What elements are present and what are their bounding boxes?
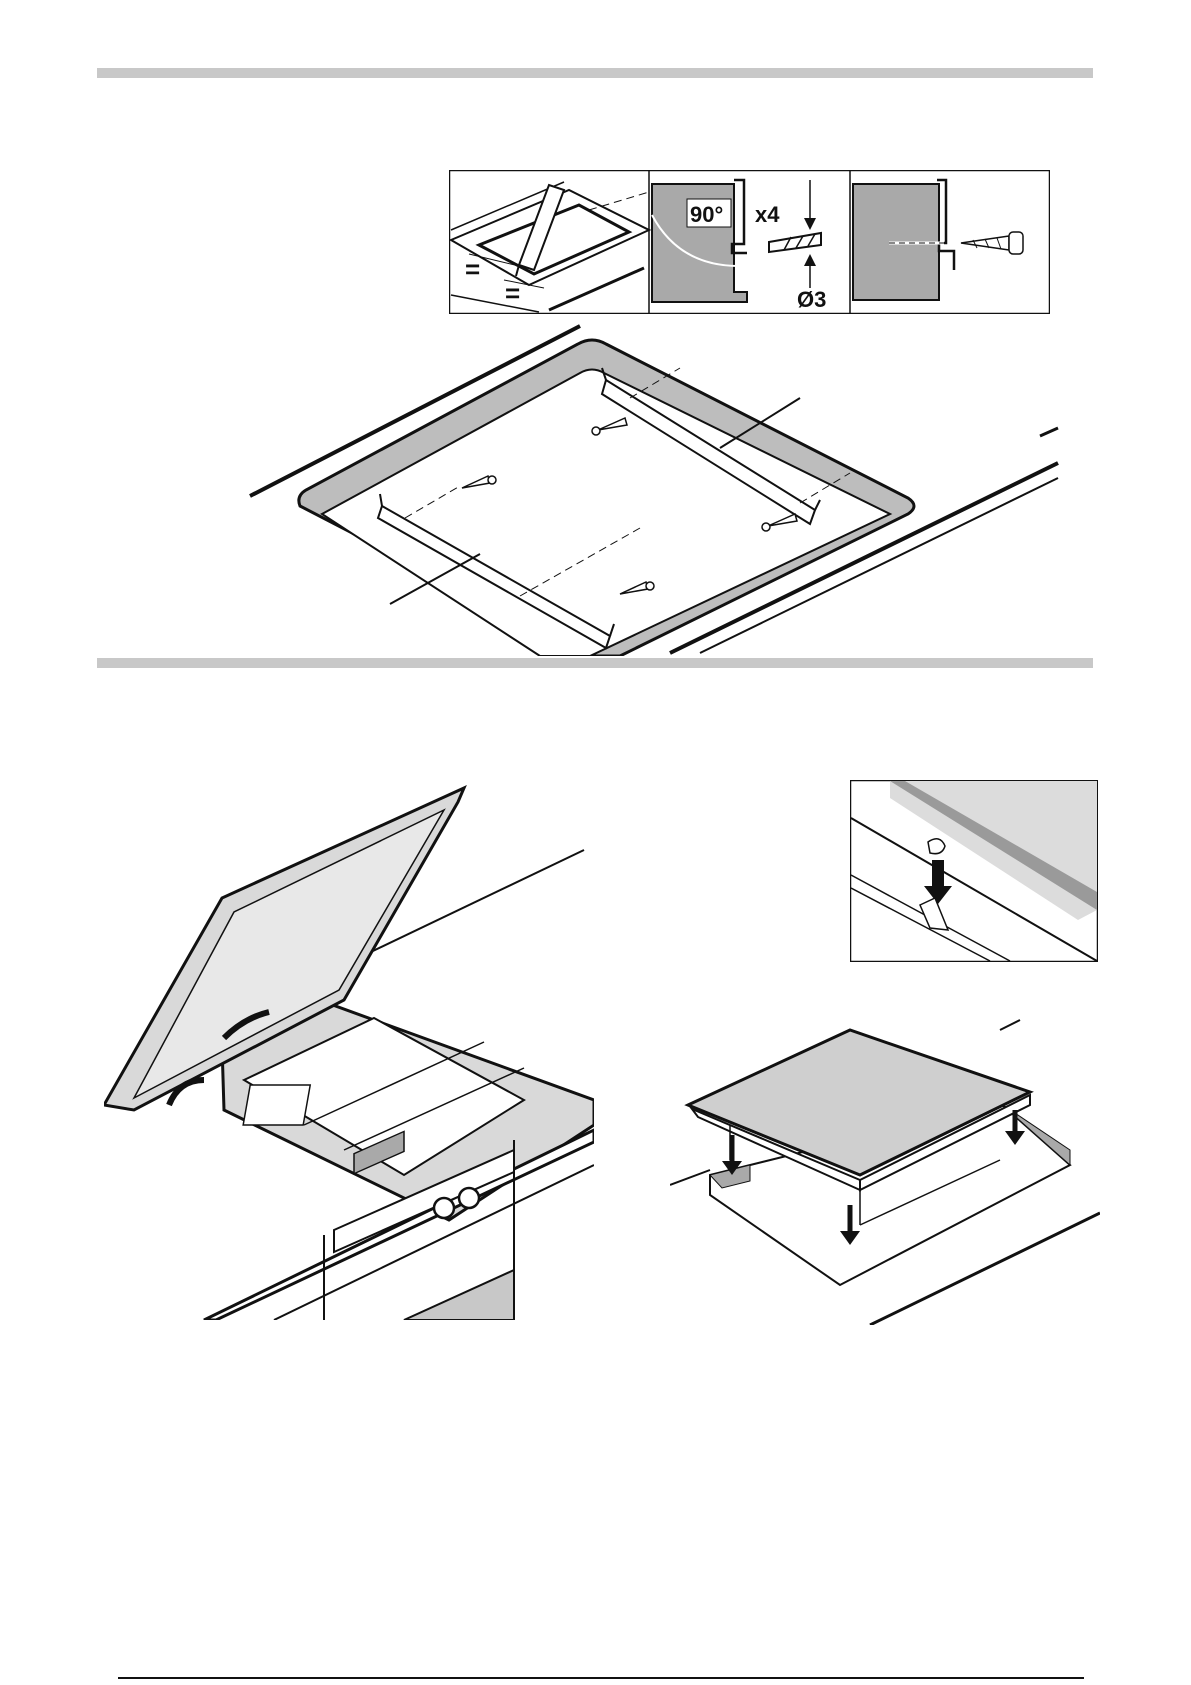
preparation-inset: = = 90° x4 Ø3 [449, 170, 1050, 314]
count-label: x4 [755, 202, 780, 227]
angle-label: 90° [690, 202, 723, 227]
hob-tilt-insertion-illustration [104, 780, 594, 1320]
equal-mark-1: = [465, 254, 480, 284]
section-rule-top [97, 68, 1093, 78]
bracket-fixing-illustration [240, 318, 1060, 656]
oven-knob-1 [434, 1198, 454, 1218]
section-rule-middle [97, 658, 1093, 668]
diameter-label: Ø3 [797, 287, 826, 312]
page-bottom-rule [118, 1677, 1084, 1679]
oven-knob-2 [459, 1188, 479, 1208]
hob-lowering-illustration [670, 985, 1100, 1325]
clip-detail-inset [850, 780, 1098, 962]
equal-mark-2: = [505, 278, 520, 308]
